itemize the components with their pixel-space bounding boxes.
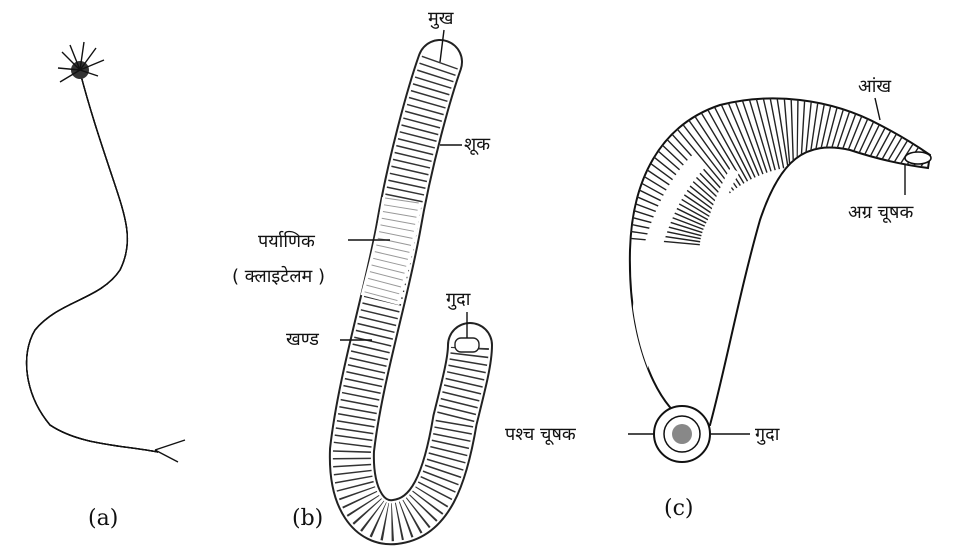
worm-a-body	[27, 72, 158, 452]
worm-a	[27, 42, 185, 462]
worm-a-head	[58, 42, 104, 82]
caption-c: (c)	[664, 496, 694, 521]
worm-a-tail	[155, 440, 185, 462]
label-mouth: मुख	[428, 8, 454, 29]
caption-a: (a)	[88, 506, 118, 531]
label-posterior-sucker: पश्च चूषक	[505, 424, 577, 445]
label-anus-b: गुदा	[446, 289, 471, 310]
label-clitellum: पर्याणिक	[258, 230, 316, 252]
label-anus-c: गुदा	[755, 424, 780, 445]
leech	[630, 98, 931, 462]
caption-b: (b)	[292, 506, 323, 531]
label-setae: शूक	[464, 134, 491, 155]
label-clitellum-alt: ( क्लाइटेलम )	[232, 265, 325, 287]
label-eye: आंख	[858, 76, 891, 97]
label-segment: खण्ड	[286, 329, 319, 350]
label-anterior-sucker: अग्र चूषक	[848, 202, 914, 223]
